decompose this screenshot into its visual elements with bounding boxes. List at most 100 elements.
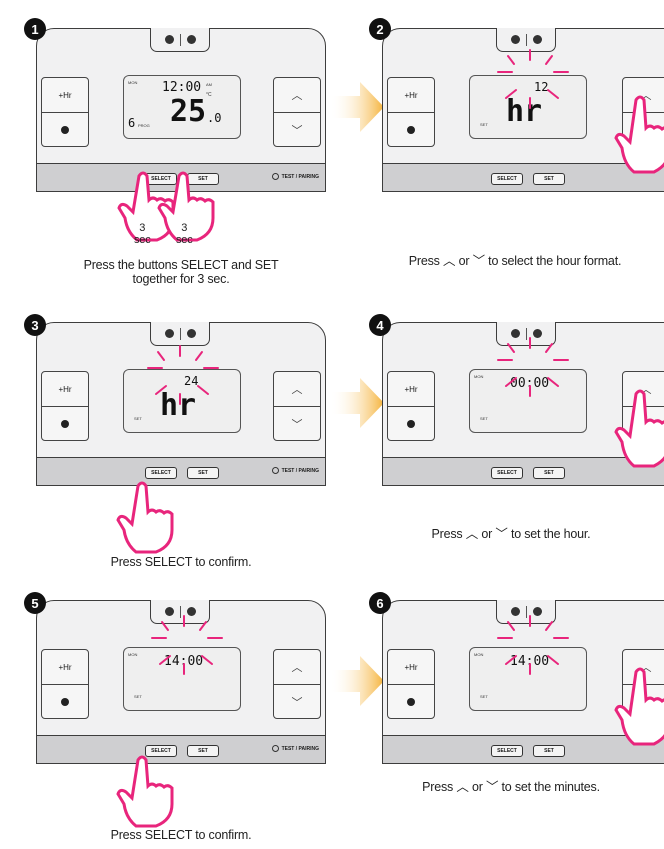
snowflake-icon — [510, 35, 520, 44]
select-button[interactable]: SELECT — [491, 467, 523, 479]
blink-rays — [497, 337, 569, 397]
lcd-screen: MON 14:00 SET — [469, 647, 587, 711]
down-button[interactable]: ﹀ — [274, 407, 320, 441]
chevron-up-icon: ︿ — [465, 527, 479, 541]
snowflake-icon — [510, 607, 520, 616]
set-button[interactable]: SET — [533, 173, 565, 185]
step-number: 6 — [369, 592, 391, 614]
info-button[interactable] — [388, 407, 434, 441]
set-button[interactable]: SET — [533, 467, 565, 479]
chevron-up-icon: ︿ — [442, 254, 456, 268]
blink-rays — [151, 615, 223, 675]
chevron-up-icon: ︿ — [291, 662, 303, 674]
select-button[interactable]: SELECT — [145, 745, 177, 757]
plane-icon — [532, 607, 542, 616]
test-pairing[interactable]: TEST / PAIRING — [271, 173, 319, 180]
step-number: 1 — [24, 18, 46, 40]
down-button[interactable]: ﹀ — [274, 685, 320, 719]
up-button[interactable]: ︿ — [274, 372, 320, 407]
lcd-main: 00:00 — [510, 376, 550, 391]
step-number: 5 — [24, 592, 46, 614]
chevron-up-icon: ︿ — [291, 384, 303, 396]
caption-line-1: Press the buttons SELECT and SET — [83, 258, 279, 272]
test-pairing[interactable]: TEST / PAIRING — [271, 467, 319, 474]
plus-hr-button[interactable]: +Hr — [388, 78, 434, 113]
select-button[interactable]: SELECT — [491, 173, 523, 185]
info-icon — [61, 420, 69, 428]
lcd-temp: 25 — [170, 94, 207, 129]
bottom-strip: SELECT SET — [383, 735, 664, 763]
lcd-screen: MON 00:00 SET — [469, 369, 587, 433]
mode-tab[interactable] — [150, 322, 210, 346]
pointing-hand-icon — [614, 667, 664, 746]
lcd-celsius: °C — [206, 92, 212, 98]
chevron-up-icon: ︿ — [640, 384, 652, 396]
thermostat: +Hr MON 14:00 SET ︿ ﹀ SELECT SET TEST / … — [36, 600, 326, 764]
mode-tab[interactable] — [150, 28, 210, 52]
set-button[interactable]: SET — [187, 173, 219, 185]
info-button[interactable] — [42, 685, 88, 719]
up-button[interactable]: ︿ — [274, 650, 320, 685]
left-buttons: +Hr — [41, 77, 89, 147]
plus-hr-button[interactable]: +Hr — [388, 372, 434, 407]
caption-line-2: together for 3 sec. — [132, 272, 230, 286]
pressing-hands-icon — [117, 171, 215, 242]
thermostat: +Hr MON 00:00 SET ︿ ﹀ SELECT SET — [382, 322, 664, 486]
info-icon — [407, 126, 415, 134]
info-button[interactable] — [388, 685, 434, 719]
plus-hr-button[interactable]: +Hr — [42, 650, 88, 685]
select-button[interactable]: SELECT — [491, 745, 523, 757]
pairing-ring-icon — [271, 173, 279, 180]
step-caption: Press ︿ or ﹀ to set the hour. — [431, 527, 591, 541]
plus-hr-button[interactable]: +Hr — [42, 78, 88, 113]
right-buttons: ︿ ﹀ — [273, 649, 321, 719]
mode-tab[interactable] — [496, 28, 556, 52]
left-buttons: +Hr — [387, 649, 435, 719]
chevron-up-icon: ︿ — [291, 90, 303, 102]
lcd-top: 24 — [184, 374, 199, 388]
snowflake-icon — [164, 329, 174, 338]
pointing-hand-icon — [614, 389, 664, 468]
down-button[interactable]: ﹀ — [274, 113, 320, 147]
thermostat: +Hr 24 hr SET ︿ ﹀ SELECT SET TEST / PAIR… — [36, 322, 326, 486]
bottom-strip: SELECT SET TEST / PAIRING — [37, 163, 325, 191]
bottom-strip: SELECT SET — [383, 163, 664, 191]
lcd-time: 12:00 — [162, 80, 202, 95]
mode-tab[interactable] — [150, 600, 210, 624]
bottom-strip: SELECT SET TEST / PAIRING — [37, 457, 325, 485]
lcd-temp-dec: .0 — [207, 111, 222, 125]
snowflake-icon — [164, 607, 174, 616]
set-button[interactable]: SET — [187, 745, 219, 757]
pointing-hand-icon — [116, 755, 174, 828]
step-number: 4 — [369, 314, 391, 336]
chevron-down-icon: ﹀ — [291, 697, 303, 709]
plane-icon — [186, 607, 196, 616]
info-button[interactable] — [42, 113, 88, 147]
plus-hr-button[interactable]: +Hr — [388, 650, 434, 685]
arrow-right-icon — [330, 82, 384, 132]
lcd-screen: 12 hr SET — [469, 75, 587, 139]
blink-rays — [147, 345, 219, 405]
mode-tab[interactable] — [496, 322, 556, 346]
info-button[interactable] — [388, 113, 434, 147]
arrow-right-icon — [330, 656, 384, 706]
chevron-down-icon: ﹀ — [291, 419, 303, 431]
mode-tab[interactable] — [496, 600, 556, 624]
info-button[interactable] — [42, 407, 88, 441]
thermostat: +Hr MON 12:00 AM °C 25 .0 6 PROG ︿ ﹀ SEL… — [36, 28, 326, 192]
test-pairing[interactable]: TEST / PAIRING — [271, 745, 319, 752]
left-buttons: +Hr — [41, 371, 89, 441]
arrow-right-icon — [330, 378, 384, 428]
select-button[interactable]: SELECT — [145, 467, 177, 479]
thermostat: +Hr MON 14:00 SET ︿ ﹀ SELECT SET — [382, 600, 664, 764]
up-button[interactable]: ︿ — [274, 78, 320, 113]
chevron-down-icon: ﹀ — [291, 125, 303, 137]
pointing-hand-icon — [614, 95, 664, 174]
info-icon — [407, 420, 415, 428]
snowflake-icon — [510, 329, 520, 338]
set-button[interactable]: SET — [187, 467, 219, 479]
select-button[interactable]: SELECT — [145, 173, 177, 185]
lcd-main: hr — [160, 388, 197, 423]
plus-hr-button[interactable]: +Hr — [42, 372, 88, 407]
set-button[interactable]: SET — [533, 745, 565, 757]
